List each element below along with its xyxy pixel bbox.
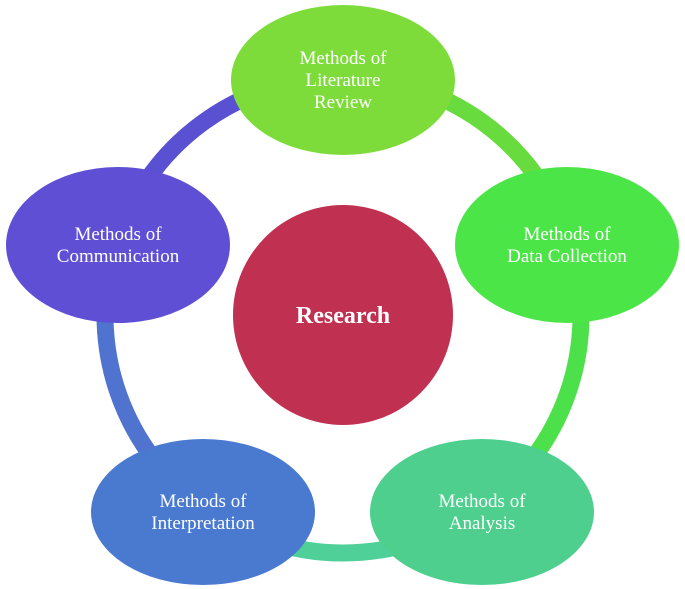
node-analysis-label-line: Methods of: [438, 491, 526, 512]
node-analysis-shape: [370, 439, 594, 585]
node-data-collection-shape: [455, 167, 679, 323]
node-communication-shape: [6, 167, 230, 323]
node-communication-label-line: Communication: [57, 246, 180, 267]
node-analysis-label-line: Analysis: [449, 513, 516, 534]
node-interpretation-label-line: Interpretation: [151, 513, 255, 534]
node-data-collection-label-line: Methods of: [523, 224, 611, 245]
center-circle: [233, 205, 453, 425]
node-literature-review-label-line: Literature: [306, 70, 381, 91]
node-data-collection-label-line: Data Collection: [507, 246, 627, 267]
node-interpretation-label-line: Methods of: [159, 491, 247, 512]
node-communication-label-line: Methods of: [74, 224, 162, 245]
node-literature-review-label-line: Methods of: [299, 48, 387, 69]
node-literature-review-shape: [231, 5, 455, 155]
node-literature-review-label-line: Review: [314, 92, 372, 113]
center-label: Research: [296, 303, 390, 329]
center-hub: Research: [233, 205, 453, 425]
node-interpretation-shape: [91, 439, 315, 585]
